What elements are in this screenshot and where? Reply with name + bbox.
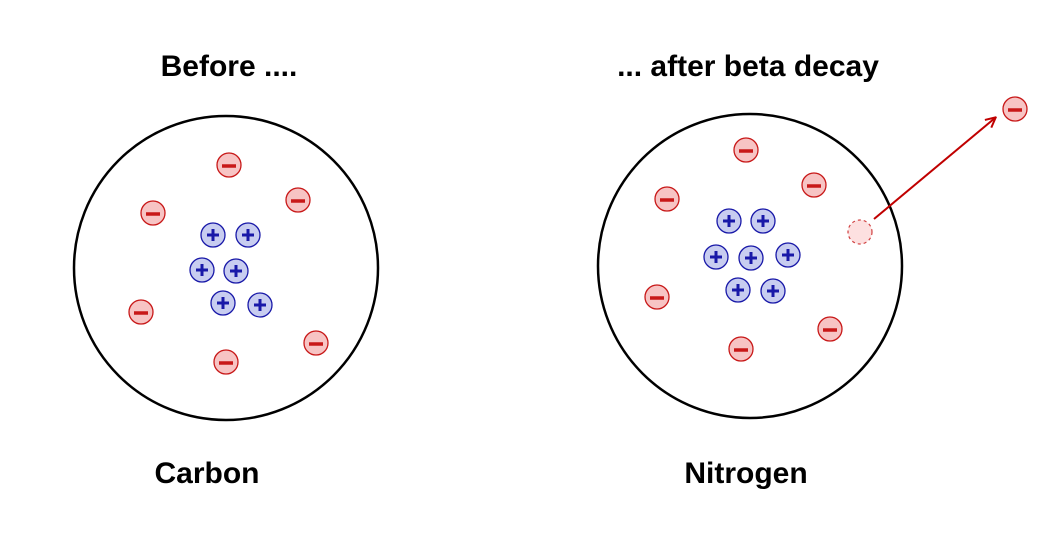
- plus-sign-icon: [710, 251, 722, 263]
- proton: [760, 278, 786, 304]
- particle-layer: [128, 96, 1028, 375]
- plus-sign-icon: [732, 284, 744, 296]
- plus-sign-icon: [757, 215, 769, 227]
- proton: [725, 277, 751, 303]
- proton: [223, 258, 249, 284]
- plus-sign-icon: [767, 285, 779, 297]
- proton: [703, 244, 729, 270]
- electron: [728, 336, 754, 362]
- plus-sign-icon: [230, 265, 242, 277]
- proton: [247, 292, 273, 318]
- electron: [216, 152, 242, 178]
- electron: [213, 349, 239, 375]
- proton: [750, 208, 776, 234]
- plus-sign-icon: [723, 215, 735, 227]
- proton: [738, 245, 764, 271]
- after-title: ... after beta decay: [617, 50, 879, 83]
- plus-sign-icon: [745, 252, 757, 264]
- vacated-electron-position: [847, 219, 873, 245]
- carbon-label: Carbon: [155, 457, 260, 490]
- electron: [817, 316, 843, 342]
- proton: [210, 290, 236, 316]
- plus-sign-icon: [207, 229, 219, 241]
- plus-sign-icon: [782, 249, 794, 261]
- electron: [654, 186, 680, 212]
- plus-sign-icon: [196, 264, 208, 276]
- proton: [200, 222, 226, 248]
- plus-sign-icon: [217, 297, 229, 309]
- proton: [189, 257, 215, 283]
- plus-sign-icon: [242, 229, 254, 241]
- electron: [1002, 96, 1028, 122]
- plus-sign-icon: [254, 299, 266, 311]
- proton: [235, 222, 261, 248]
- nitrogen-label: Nitrogen: [684, 457, 807, 490]
- emission-arrow: [873, 118, 995, 220]
- nitrogen-atom-outline: [596, 112, 904, 420]
- proton: [716, 208, 742, 234]
- electron: [140, 200, 166, 226]
- electron: [285, 187, 311, 213]
- proton: [775, 242, 801, 268]
- electron: [733, 137, 759, 163]
- electron: [801, 172, 827, 198]
- electron: [128, 299, 154, 325]
- before-title: Before ....: [161, 50, 298, 83]
- electron: [644, 284, 670, 310]
- electron: [303, 330, 329, 356]
- carbon-atom-outline: [72, 114, 380, 422]
